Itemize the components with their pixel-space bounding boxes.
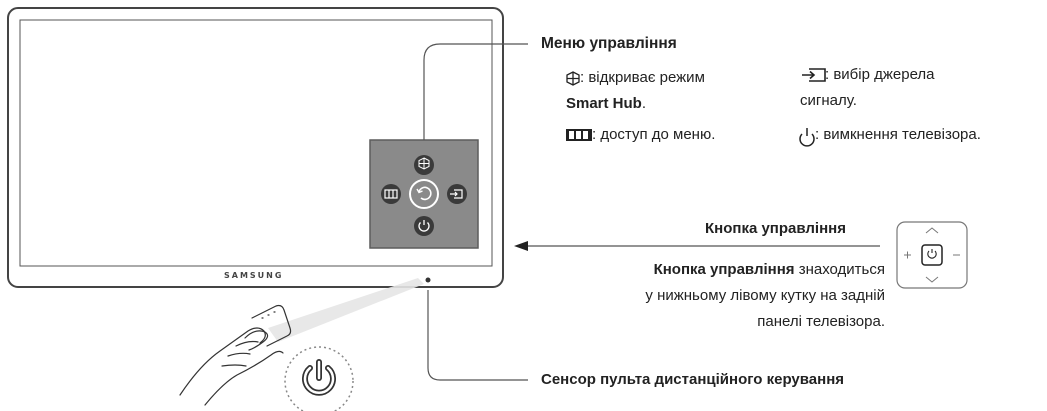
control-menu-panel [369, 139, 479, 249]
return-button[interactable] [409, 179, 439, 209]
smart-hub-icon [418, 157, 430, 170]
smart-hub-description: : відкриває режим [580, 67, 705, 89]
legend-source-icon [802, 68, 826, 82]
sensor-label: Сенсор пульта дистанційного керування [541, 371, 845, 388]
return-icon [418, 186, 432, 201]
smart-hub-text: : відкриває режим [580, 69, 705, 86]
ir-beam [268, 278, 424, 342]
menu-description: : доступ до меню. [592, 126, 716, 143]
power-button[interactable] [414, 216, 434, 236]
power-icon [418, 220, 430, 232]
source-description-line2: сигналу. [800, 92, 857, 109]
power-description: : вимкнення телевізора. [815, 126, 981, 143]
legend-menu-icon [566, 129, 592, 141]
source-button[interactable] [447, 184, 467, 204]
menu-icon [384, 189, 398, 199]
source-description: : вибір джерела [825, 66, 935, 83]
smart-hub-description-line2: Smart Hub. [566, 93, 646, 115]
legend-smart-hub-icon [566, 71, 580, 86]
legend-power-icon [799, 128, 815, 147]
control-button-description-line3: панелі телевізора. [757, 313, 885, 330]
smart-hub-name: Smart Hub [566, 95, 642, 112]
remote-power-callout [284, 346, 354, 411]
control-button-title: Кнопка управління [705, 220, 846, 237]
menu-leader-line [423, 43, 528, 140]
smart-hub-button[interactable] [414, 155, 434, 175]
control-button-illustration[interactable] [896, 221, 968, 289]
smart-hub-period: . [641, 95, 647, 112]
control-button-description: Кнопка управління знаходиться [654, 259, 885, 281]
remote-sensor-dot [425, 277, 431, 283]
control-button-desc-bold: Кнопка управління [653, 261, 795, 278]
menu-title: Меню управління [541, 35, 677, 52]
menu-button[interactable] [381, 184, 401, 204]
power-icon [927, 249, 937, 259]
hand-with-remote [179, 304, 292, 406]
control-button-description-line2: у нижньому лівому кутку на задній [645, 287, 885, 304]
control-button-arrow [514, 241, 880, 251]
source-icon [450, 189, 463, 199]
tv-brand-logo: SAMSUNG [224, 271, 284, 280]
sensor-leader-line [427, 290, 528, 381]
control-button-desc-rest: знаходиться [794, 261, 885, 278]
